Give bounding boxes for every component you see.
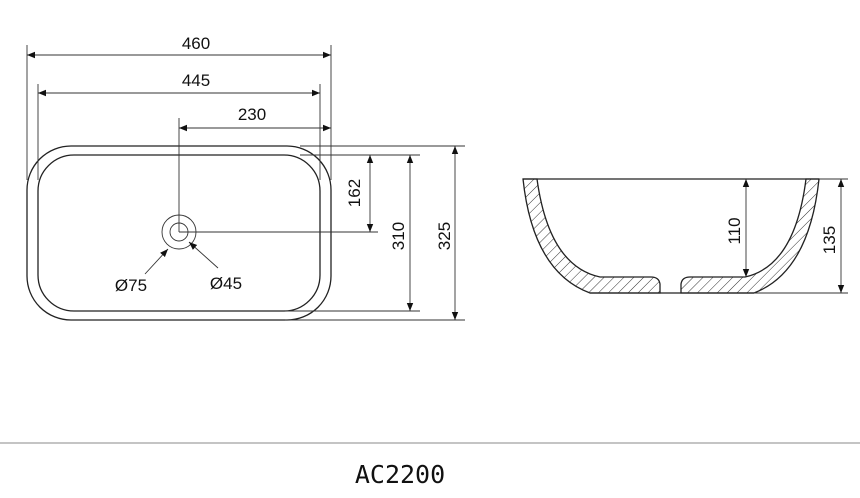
dim-label-325: 325 [435,222,454,250]
top-view: 460 445 230 162 310 325 Ø75 Ø45 [26,34,465,321]
leader-75 [144,248,169,275]
dim-label-230: 230 [238,105,266,124]
model-number: AC2200 [355,460,445,489]
section-left-wall [522,178,661,294]
drain-outer-diameter-label: Ø75 [115,276,147,295]
dim-label-135: 135 [820,226,839,254]
dim-label-445: 445 [182,71,210,90]
dim-label-162: 162 [345,179,364,207]
section-view: 110 135 [522,178,848,294]
drain-inner-diameter-label: Ø45 [210,274,242,293]
dim-label-460: 460 [182,34,210,53]
dim-label-110: 110 [725,217,744,244]
leader-45 [188,241,219,269]
section-right-wall [680,178,820,294]
dim-label-310: 310 [389,222,408,250]
